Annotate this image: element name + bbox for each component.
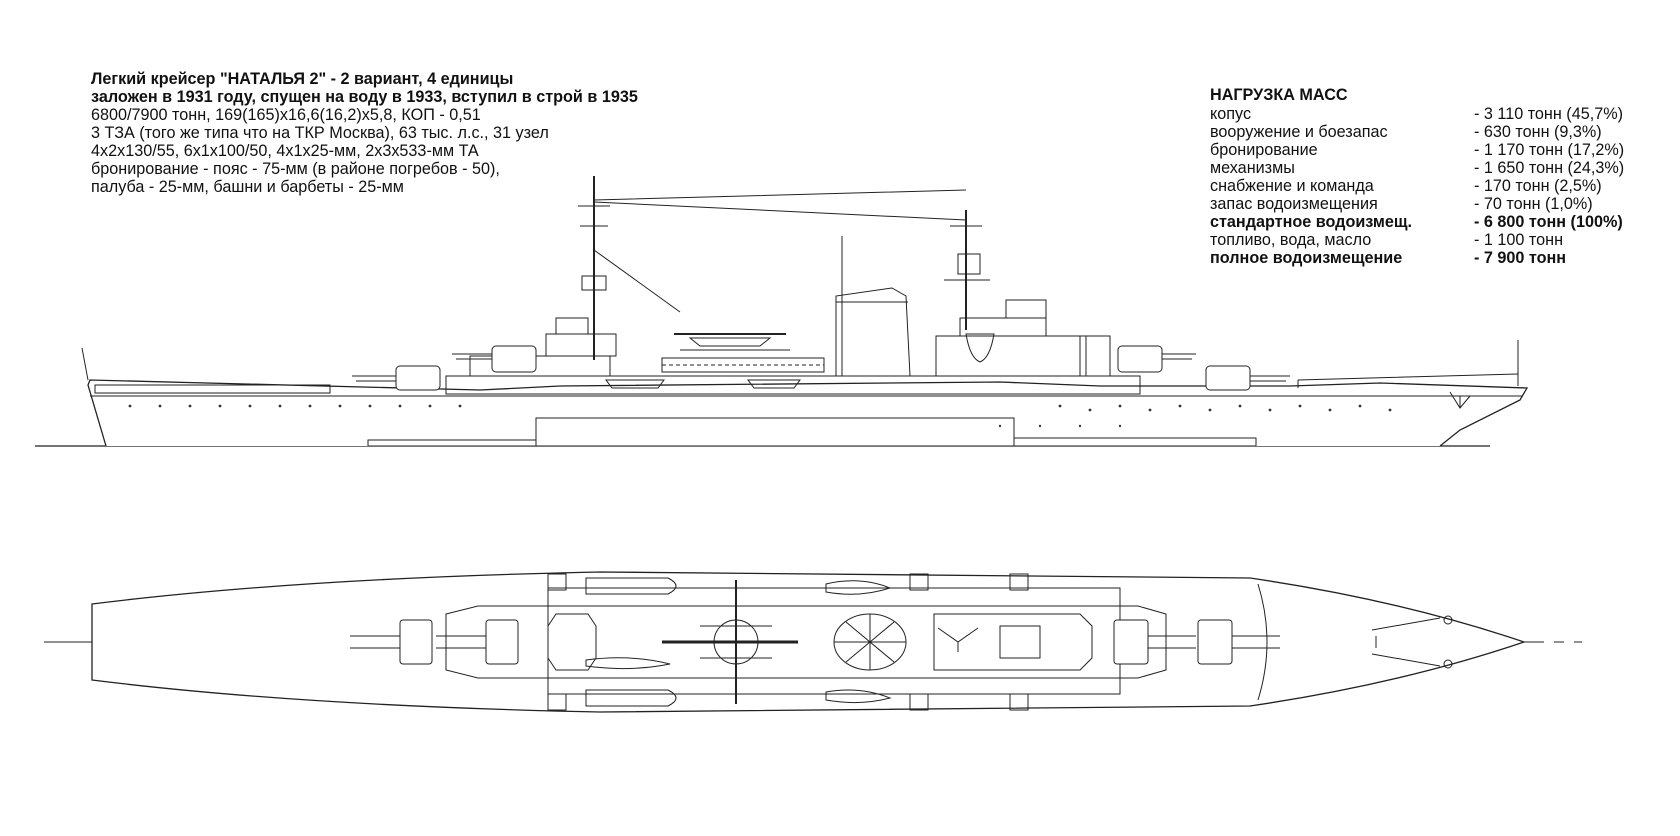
turret-fwd-1 [1206,366,1290,390]
turret-aft-1 [352,366,440,390]
ship-specification: Легкий крейсер "НАТАЛЬЯ 2" - 2 вариант, … [91,70,638,196]
turret-plan [436,620,518,664]
belt-strip [1014,438,1256,446]
bridge-wings [938,628,978,652]
aft-tower-plan [548,614,596,670]
spec-armor-deck: палуба - 25-мм, башни и барбеты - 25-мм [91,178,404,196]
turret-aft-2 [452,346,536,372]
spec-dimensions: 6800/7900 тонн, 169(165)x16,6(16,2)x5,8,… [91,106,481,124]
turret-plan [350,620,432,664]
secondary-gun [910,694,928,710]
fwd-mast [944,210,990,330]
secondary-gun [1010,694,1028,710]
armor-belt [536,418,1014,446]
side-profile [35,176,1527,446]
mass-row: топливо, вода, масло- 1 100 тонн [1210,231,1564,249]
spec-armor-belt: бронирование - пояс - 75-мм (в районе по… [91,160,500,178]
plan-view [44,572,1582,712]
superstructure-outline [446,606,1166,678]
boat-plan [826,690,890,703]
catapult [662,358,824,372]
mass-breakdown: НАГРУЗКА МАСС копус- 3 110 тонн (45,7%) … [1210,86,1624,267]
boat [748,380,800,388]
anchor [1450,392,1470,408]
mass-row: запас водоизмещения- 70 тонн (1,0%) [1210,195,1593,213]
fwd-bridge-top [1006,300,1046,318]
boat-plan [826,581,890,594]
hawse-hole [1444,660,1452,668]
spec-title: Легкий крейсер "НАТАЛЬЯ 2" - 2 вариант, … [91,70,514,88]
boat [606,380,664,388]
fwd-bridge [960,318,1046,336]
fwd-superstructure [936,336,1086,376]
anchor-gear [1372,618,1440,666]
secondary-gun [548,574,566,590]
turret-plan [1198,620,1280,664]
catapult-plan [662,580,798,704]
boat-plan [586,690,676,706]
bow-rail [1298,374,1518,388]
mass-row: бронирование- 1 170 тонн (17,2%) [1210,141,1625,159]
mass-row-full: полное водоизмещение- 7 900 тонн [1210,249,1567,267]
boat-plan [586,658,670,669]
mass-row: снабжение и команда- 170 тонн (2,5%) [1210,177,1602,195]
radio-antenna [594,190,966,220]
spec-history: заложен в 1931 году, спущен на воду в 19… [91,88,638,106]
mass-row: копус- 3 110 тонн (45,7%) [1210,105,1623,123]
bow-deck-line [1258,584,1267,700]
turret-fwd-2 [1118,346,1196,372]
superstructure-main [446,376,1140,394]
funnel-plan [834,614,906,670]
hull-outline [92,572,1524,712]
turret-plan [1114,620,1196,664]
hawse-hole [1444,616,1452,624]
aft-mast [578,176,680,360]
shield [966,334,994,362]
bridge-center [1000,626,1040,658]
secondary-gun [910,574,928,590]
seaplane [674,334,790,350]
aft-superstructure [470,356,610,376]
spec-machinery: 3 ТЗА (того же типа что на ТКР Москва), … [91,124,549,142]
secondary-gun [548,694,566,710]
aft-deckhouse [546,334,616,356]
funnel [836,288,910,376]
bridge-plan [934,614,1092,670]
fwd-deckhouse [1080,336,1110,376]
mass-row: вооружение и боезапас- 630 тонн (9,3%) [1210,123,1602,141]
stern-rail [95,385,330,393]
portholes [128,404,1392,428]
mass-title: НАГРУЗКА МАСС [1210,86,1348,104]
secondary-gun [1010,574,1028,590]
stern-flagstaff [82,348,88,380]
hull-side [88,380,1527,446]
aft-tower [556,318,588,334]
belt-strip [368,440,536,446]
mass-row: механизмы- 1 650 тонн (24,3%) [1210,159,1625,177]
mass-row-standard: стандартное водоизмещ.- 6 800 тонн (100%… [1210,213,1623,231]
boat-plan [586,578,676,594]
spec-armament: 4x2x130/55, 6x1x100/50, 4x1x25-мм, 2x3x5… [91,142,479,160]
